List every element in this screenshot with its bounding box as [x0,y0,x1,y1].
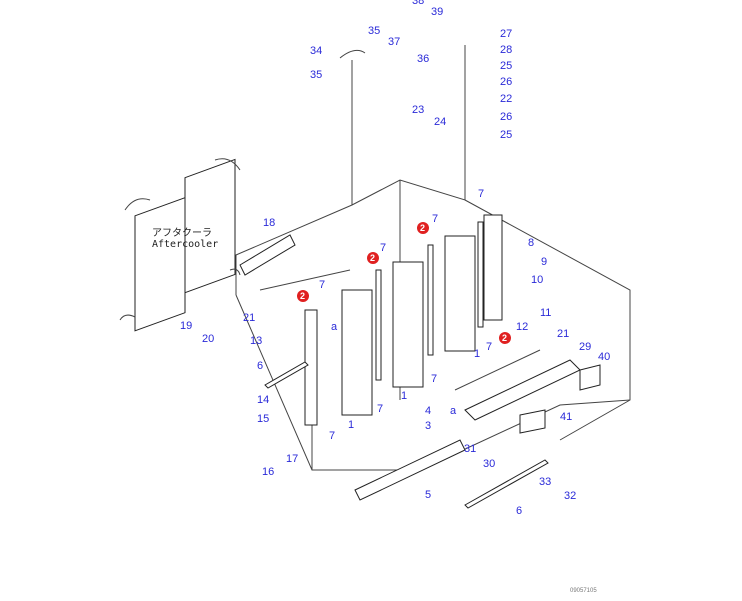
callout-33: 33 [539,476,551,488]
aftercooler-en-label: Aftercooler [152,239,218,250]
core-3 [444,235,476,352]
plate-40 [579,364,601,391]
badge-label: 2 [300,291,305,301]
callout-11: 11 [540,307,551,319]
callout-23: 23 [412,104,424,116]
callout-12: 12 [516,321,528,333]
badge-label: 2 [370,253,375,263]
callout-4: 4 [425,405,431,417]
aftercooler-illustration: アフタクーラ Aftercooler [119,158,241,332]
callout-6a: 6 [257,360,263,372]
callout-30: 30 [483,458,495,470]
callout-8: 8 [528,237,534,249]
callout-a2: a [450,405,457,417]
callout-32: 32 [564,490,576,502]
callout-3: 3 [425,420,431,432]
callout-9: 9 [541,256,547,268]
callout-17: 17 [286,453,298,465]
callout-7f: 7 [377,403,383,415]
callout-41: 41 [560,411,572,423]
callout-38: 38 [412,0,424,7]
callout-26b: 26 [500,111,512,123]
callout-1c: 1 [474,348,480,360]
callout-40: 40 [598,351,610,363]
callout-39: 39 [431,6,443,18]
strip-6b [464,459,549,509]
side-bracket-8 [483,214,503,321]
callout-36: 36 [417,53,429,65]
callout-19: 19 [180,320,192,332]
callout-7b: 7 [380,242,386,254]
support-5 [354,439,466,501]
callout-35: 35 [368,25,380,37]
callout-14: 14 [257,394,269,406]
callout-28: 28 [500,44,512,56]
aftercooler-jp-label: アフタクーラ [152,227,212,239]
callout-a: a [331,321,338,333]
callout-7c: 7 [432,213,438,225]
callout-1a: 1 [348,419,354,431]
callout-15: 15 [257,413,269,425]
callout-34: 34 [310,45,322,57]
callout-35b: 35 [310,69,322,81]
callout-labels: 38 39 35 34 37 36 35 27 28 25 26 22 26 2… [180,0,610,517]
callout-20: 20 [202,333,214,345]
core-1 [341,289,373,416]
badge-label: 2 [502,333,507,343]
callout-16: 16 [262,466,274,478]
radiator-cores [239,45,601,509]
callout-7a: 7 [478,188,484,200]
callout-7e: 7 [329,430,335,442]
callout-22: 22 [500,93,512,105]
note-badges: 2 2 2 2 [297,222,511,344]
callout-18: 18 [263,217,275,229]
callout-7h: 7 [486,341,492,353]
callout-21b: 21 [557,328,569,340]
badge-label: 2 [420,223,425,233]
callout-21: 21 [243,312,255,324]
callout-1b: 1 [401,390,407,402]
drawing-code: 09057105 [570,588,597,594]
callout-10: 10 [531,274,543,286]
bracket-18 [239,234,296,276]
callout-25b: 25 [500,129,512,141]
strip-6a [264,361,309,389]
callout-7d: 7 [319,279,325,291]
callout-6b: 6 [516,505,522,517]
callout-25: 25 [500,60,512,72]
callout-26: 26 [500,76,512,88]
callout-7g: 7 [431,373,437,385]
callout-24: 24 [434,116,446,128]
callout-37: 37 [388,36,400,48]
callout-5: 5 [425,489,431,501]
callout-31: 31 [464,443,476,455]
core-2 [392,261,424,388]
callout-13: 13 [250,335,262,347]
callout-29: 29 [579,341,591,353]
plate-41 [519,409,546,434]
side-bracket-13 [304,309,318,426]
callout-27: 27 [500,28,512,40]
